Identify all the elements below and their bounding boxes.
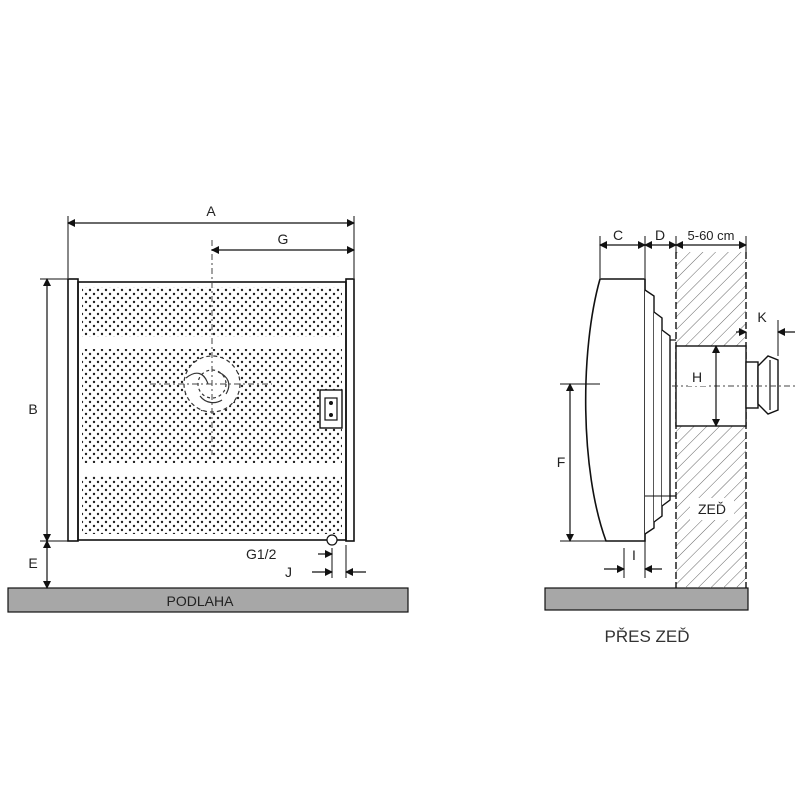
dimension-g: G <box>211 231 355 254</box>
dimension-k: K <box>736 309 795 336</box>
heater-front <box>67 278 355 546</box>
dimension-c-label: C <box>613 227 623 243</box>
dimension-g12: G1/2 <box>246 546 333 562</box>
dimension-b-label: B <box>28 401 37 417</box>
dimension-e: E <box>28 540 51 589</box>
dimension-d-label: D <box>655 227 665 243</box>
dimension-h: H <box>688 345 720 427</box>
heater-side <box>584 278 676 542</box>
dimension-wall-thickness: 5-60 cm <box>675 228 747 249</box>
dimension-f: F <box>557 383 574 542</box>
wall-label: ZEĎ <box>698 501 726 517</box>
side-view: ZEĎ C <box>544 227 795 646</box>
dimension-d: D <box>644 227 677 249</box>
control-box <box>319 389 343 429</box>
dimension-b: B <box>28 278 51 542</box>
floor-slab: PODLAHA <box>7 587 409 613</box>
dimension-g-label: G <box>278 231 289 247</box>
dimension-i: I <box>604 547 662 578</box>
floor-label: PODLAHA <box>167 593 235 609</box>
dimension-wall-thickness-label: 5-60 cm <box>688 228 735 243</box>
dimension-h-label: H <box>692 369 702 385</box>
dimension-e-label: E <box>28 555 37 571</box>
wall-duct <box>658 345 795 427</box>
front-view: PODLAHA <box>7 203 409 613</box>
dimension-i-label: I <box>632 547 636 563</box>
dimension-k-label: K <box>757 309 767 325</box>
side-floor-slab <box>544 587 749 611</box>
dimension-f-label: F <box>557 454 566 470</box>
pipe-connection <box>326 534 338 546</box>
perforated-band-bottom <box>82 476 342 534</box>
dimension-c: C <box>599 227 646 249</box>
dimension-g12-label: G1/2 <box>246 546 277 562</box>
dimension-a-label: A <box>206 203 216 219</box>
side-view-caption: PŘES ZEĎ <box>604 627 689 646</box>
dimension-a: A <box>67 203 355 227</box>
dimension-j: J <box>285 564 366 580</box>
dimension-j-label: J <box>285 564 292 580</box>
